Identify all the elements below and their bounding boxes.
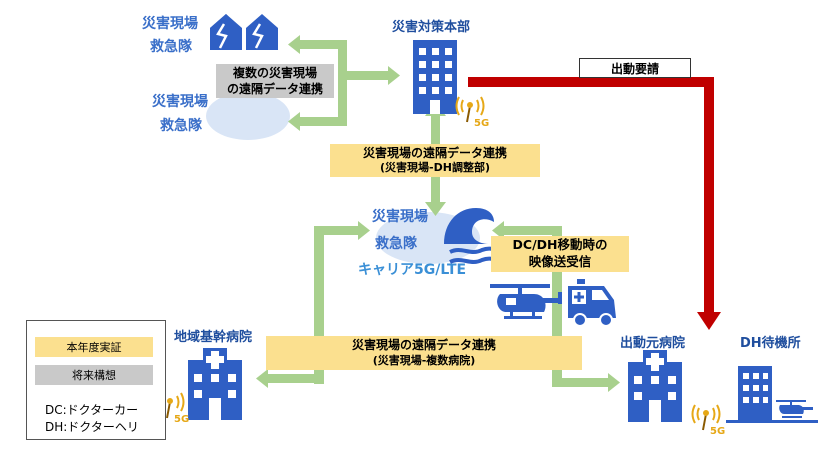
badge-5g-regional: 5G [174, 414, 190, 425]
legend-box: 本年度実証 将来構想 DC:ドクターカー DH:ドクターヘリ [26, 320, 166, 440]
carrier-label: キャリア5G/LTE [358, 262, 467, 278]
video-link-box: DC/DH移動時の 映像送受信 [491, 236, 629, 272]
regional-hospital-icon [188, 348, 242, 420]
legend-current-label: 本年度実証 [66, 341, 122, 354]
legend-future-swatch: 将来構想 [35, 365, 153, 385]
helicopter-icon [490, 284, 562, 319]
legend-dh-note: DH:ドクターヘリ [45, 420, 139, 434]
dh-standby-label: DH待機所 [740, 336, 801, 351]
ambulance-icon [568, 279, 616, 327]
regional-hospital-label: 地域基幹病院 [174, 330, 253, 345]
future-link-box: 複数の災害現場 の遠隔データ連携 [216, 64, 334, 98]
hq-building-icon [413, 40, 457, 114]
badge-5g-hq: 5G [474, 118, 490, 129]
legend-current-swatch: 本年度実証 [35, 337, 153, 357]
dispatch-request-box: 出動要請 [579, 58, 691, 78]
site2-label-line1: 災害現場 [152, 94, 208, 110]
dh-helicopter-icon [776, 400, 813, 418]
future-link-line1: 複数の災害現場 [232, 65, 317, 80]
dispatch-arrow [468, 77, 721, 330]
legend-dc-note: DC:ドクターカー [45, 403, 139, 417]
hq-link-line1: 災害現場の遠隔データ連携 [362, 145, 507, 160]
video-link-line1: DC/DH移動時の [512, 237, 608, 253]
hospital-link-arrow-right [492, 221, 620, 392]
site1-label-line1: 災害現場 [142, 16, 198, 32]
site1-label-line2: 救急隊 [150, 39, 192, 55]
site3-label-line2: 救急隊 [375, 236, 417, 252]
hospital-link-box: 災害現場の遠隔データ連携 (災害現場-複数病院) [266, 336, 582, 370]
hospital-link-arrow-left [256, 221, 370, 388]
collapsed-houses-icon [210, 14, 278, 50]
hospital-link-line1: 災害現場の遠隔データ連携 [351, 338, 496, 353]
antenna-5g-icon-hq [455, 96, 485, 123]
future-link-arrows [288, 35, 400, 131]
legend-future-label: 将来構想 [72, 369, 116, 382]
site2-label-line2: 救急隊 [160, 118, 202, 134]
site2-background [206, 92, 290, 140]
hq-link-line2: (災害現場-DH調整部) [380, 161, 490, 175]
antenna-5g-icon-origin [691, 404, 721, 431]
future-link-line2: の遠隔データ連携 [226, 82, 323, 96]
origin-hospital-icon [628, 350, 682, 422]
hq-label: 災害対策本部 [392, 20, 471, 35]
site3-label-line1: 災害現場 [372, 209, 428, 225]
hq-link-box: 災害現場の遠隔データ連携 (災害現場-DH調整部) [330, 144, 540, 177]
origin-hospital-label: 出動元病院 [620, 336, 686, 351]
dispatch-request-label: 出動要請 [610, 61, 659, 76]
video-link-line2: 映像送受信 [528, 254, 592, 269]
badge-5g-origin: 5G [710, 426, 726, 437]
dh-standby-building-icon [726, 366, 818, 423]
hospital-link-line2: (災害現場-複数病院) [372, 353, 476, 367]
